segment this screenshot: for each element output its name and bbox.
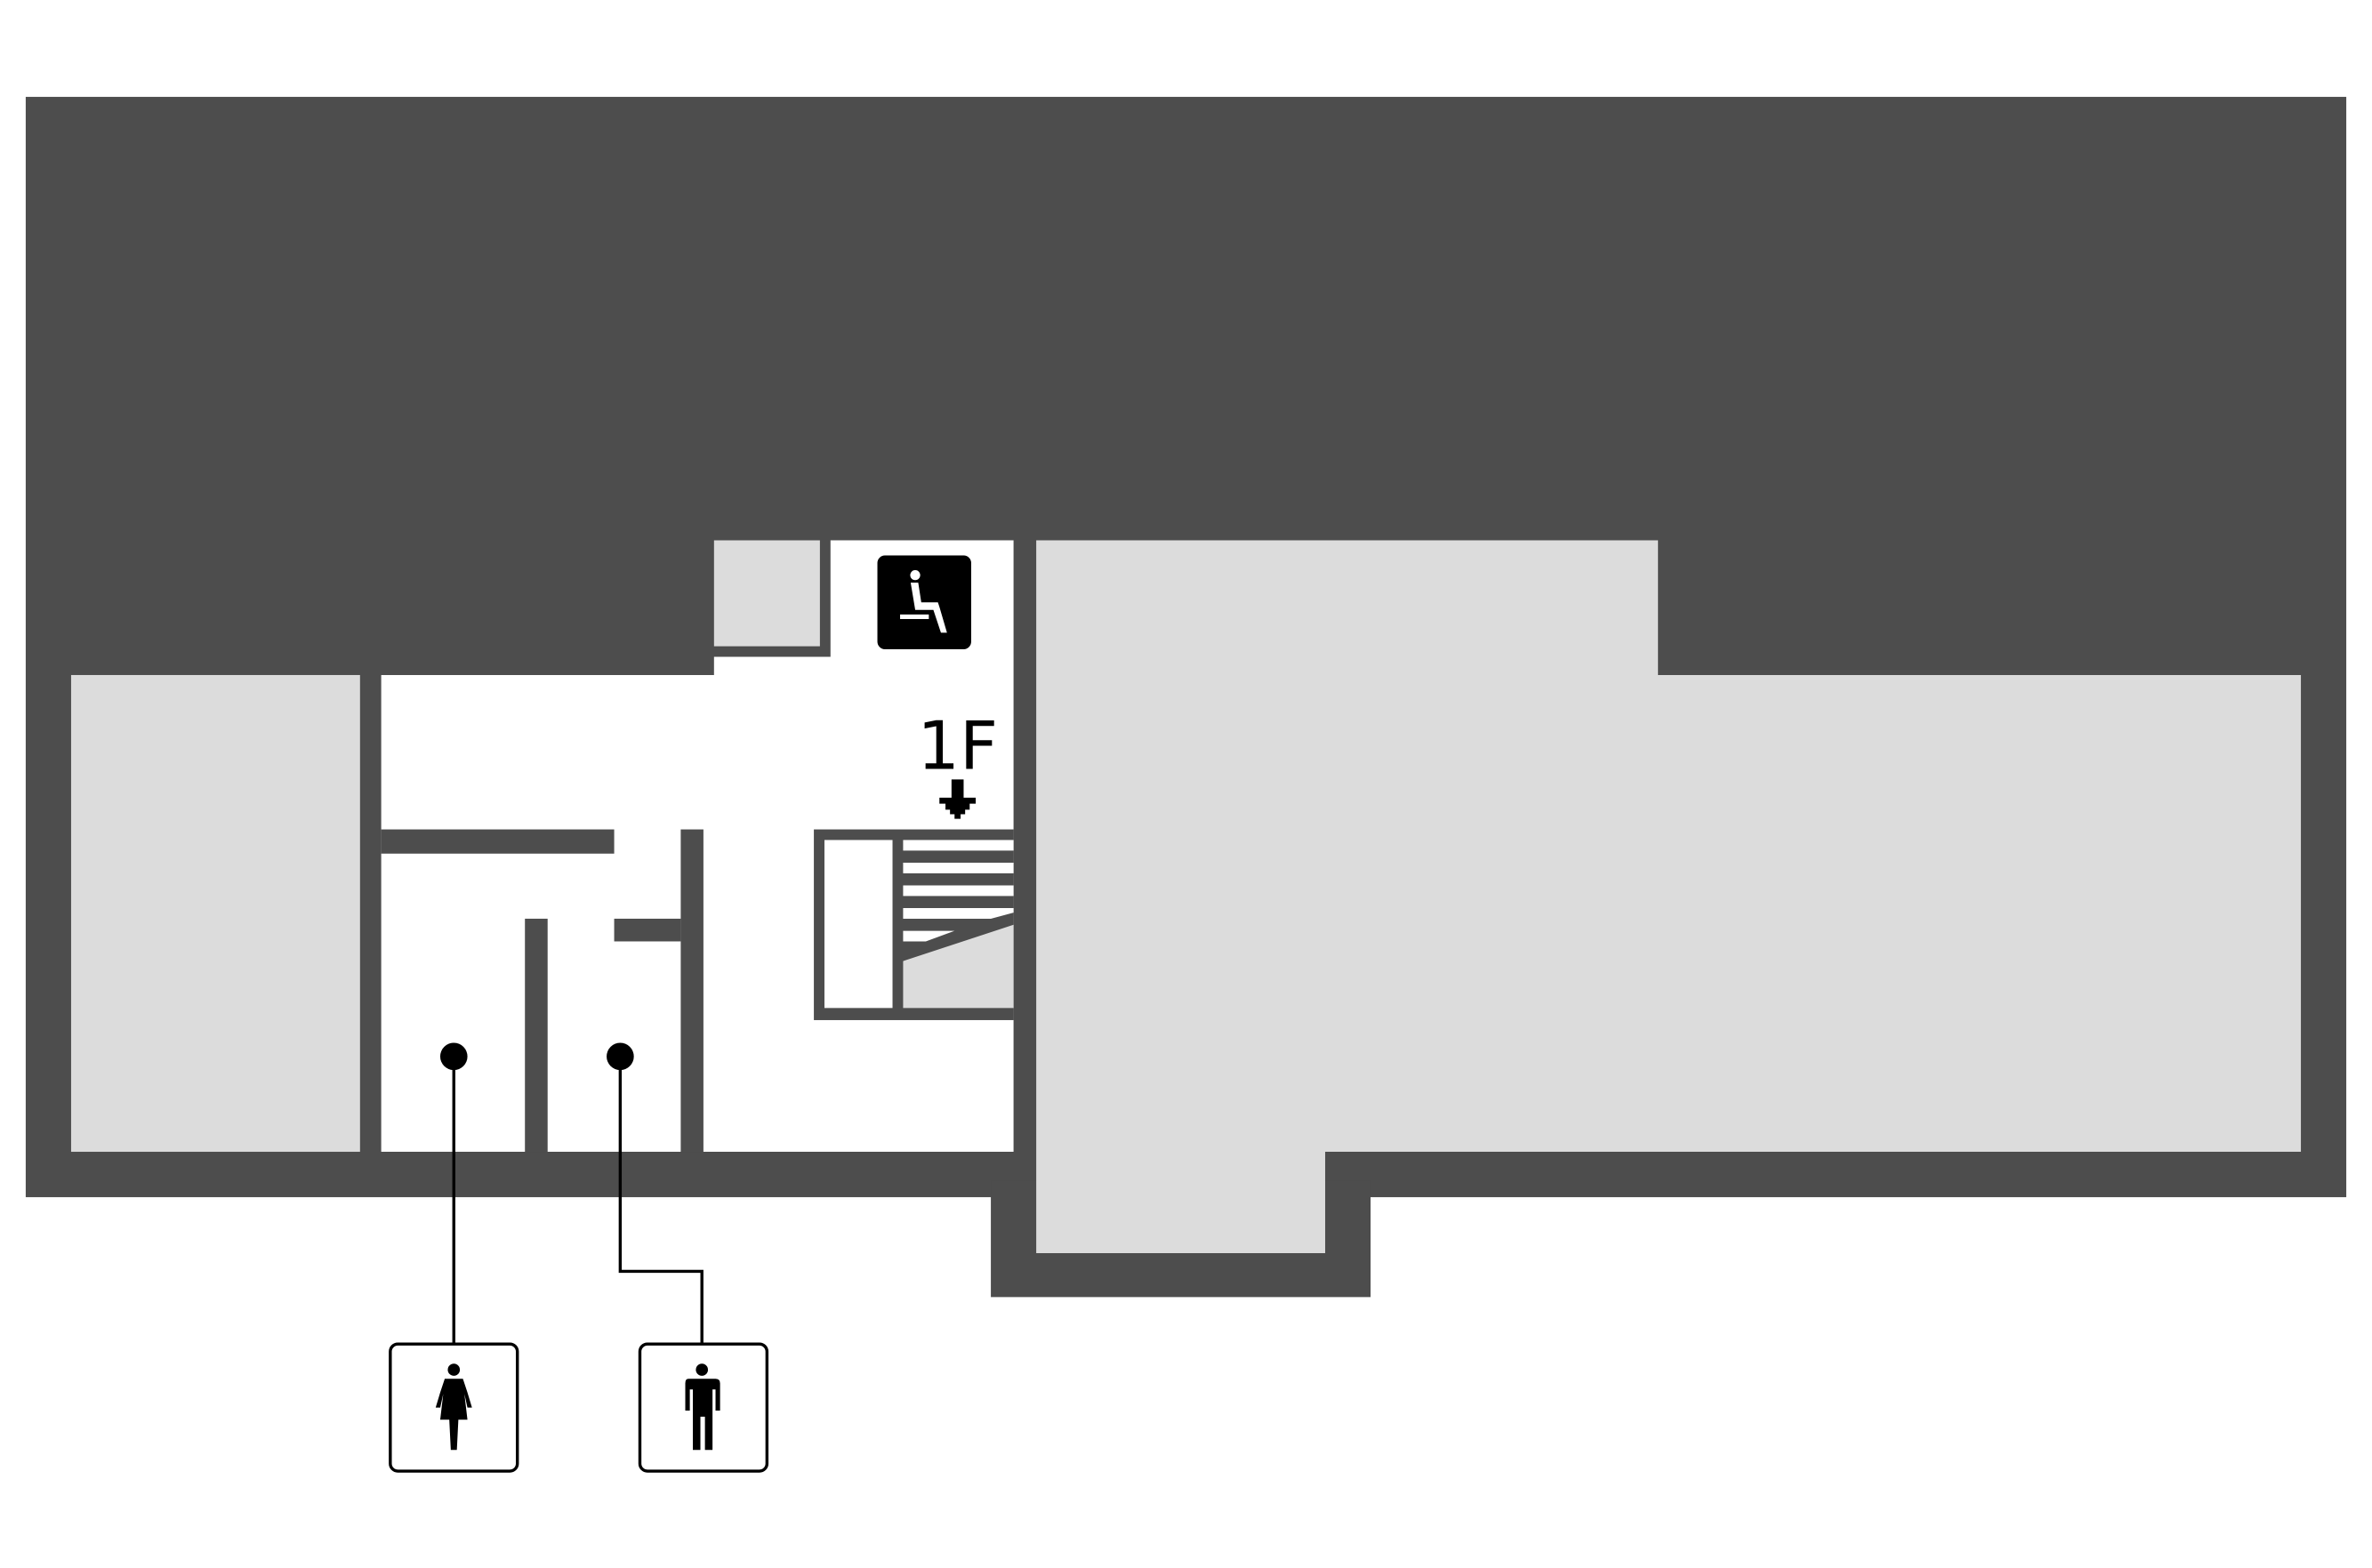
restroom-pointers [439, 1042, 704, 1345]
room-storage-small[interactable] [713, 540, 820, 647]
room-west[interactable] [70, 674, 360, 1153]
interior-walls [381, 829, 704, 1153]
womens-restroom-icon[interactable] [389, 1342, 519, 1473]
stairs-down-arrow-icon [939, 779, 977, 819]
floor-indicator-label: 1F [917, 707, 998, 784]
seating-area-icon[interactable] [877, 555, 971, 650]
room-east[interactable] [1036, 540, 2302, 1254]
staircase-icon[interactable] [814, 829, 1014, 1020]
mens-restroom-icon[interactable] [638, 1342, 769, 1473]
rooms [70, 540, 2302, 1254]
